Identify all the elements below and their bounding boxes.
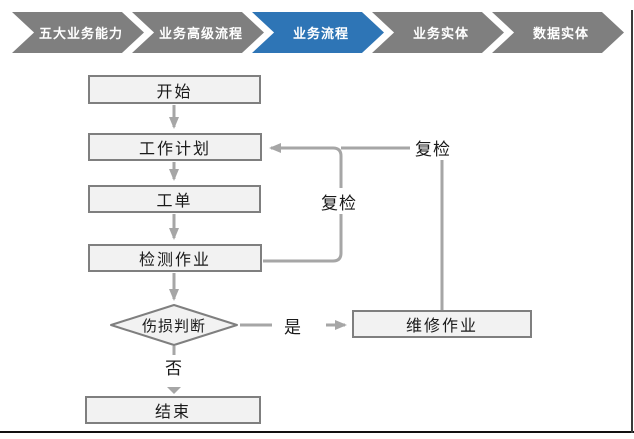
breadcrumb-step-label: 数据实体 (532, 27, 589, 42)
breadcrumb-step-data-entity[interactable]: 数据实体 (492, 12, 624, 53)
node-work-plan-label: 工作计划 (138, 139, 211, 158)
frame-right-edge (631, 10, 633, 433)
node-inspection: 检测作业 (88, 244, 262, 272)
node-inspection-label: 检测作业 (138, 250, 211, 269)
node-start: 开始 (88, 75, 261, 104)
edge-no-arrowhead (167, 387, 181, 394)
edge-label-yes: 是 (279, 314, 307, 338)
node-damage-decision-label: 伤损判断 (141, 316, 206, 335)
node-repair-label: 维修作业 (405, 316, 478, 335)
node-damage-decision: 伤损判断 (111, 305, 237, 345)
node-work-plan: 工作计划 (88, 133, 262, 161)
breadcrumb-step-label: 业务实体 (412, 27, 469, 42)
decision-diamond (110, 304, 238, 346)
node-end: 结束 (85, 396, 261, 424)
edge-label-recheck-inner: 复检 (316, 188, 362, 214)
node-repair: 维修作业 (352, 310, 532, 338)
frame-bottom-edge (0, 431, 634, 433)
breadcrumb-step-label: 业务流程 (292, 27, 349, 42)
node-end-label: 结束 (154, 402, 191, 421)
breadcrumb-step-label: 业务高级流程 (158, 27, 243, 42)
edge-label-no: 否 (160, 355, 188, 379)
node-work-order: 工单 (88, 185, 261, 213)
breadcrumb-step-label: 五大业务能力 (38, 27, 123, 42)
node-start-label: 开始 (156, 81, 193, 101)
node-work-order-label: 工单 (156, 191, 193, 210)
edge-repair-recheck-outer (341, 146, 444, 311)
edge-label-recheck-outer: 复检 (410, 134, 456, 160)
